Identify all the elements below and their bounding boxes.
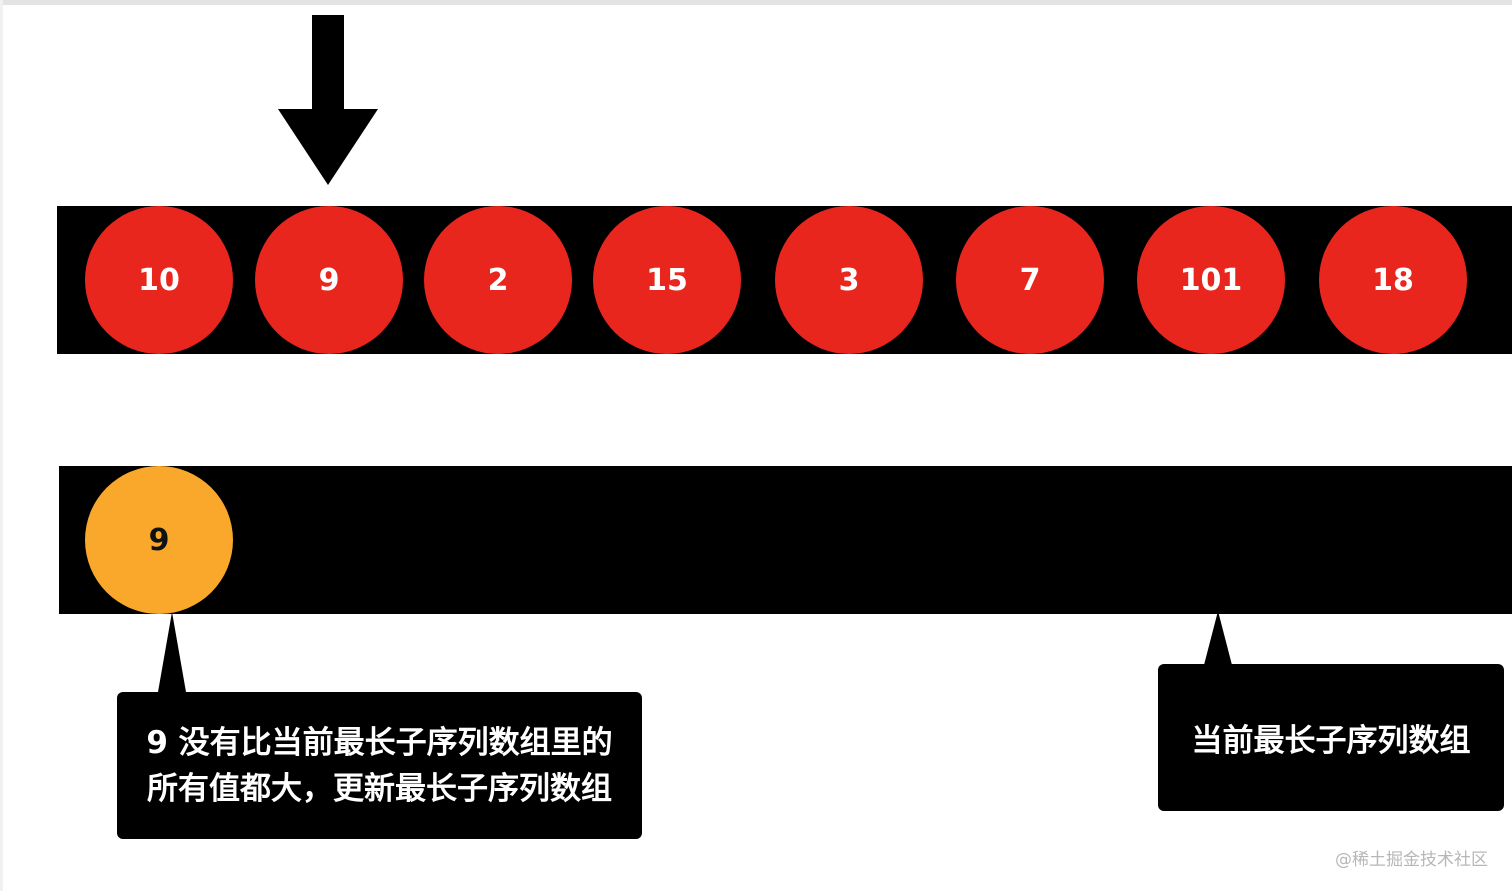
input-node-value: 101 (1179, 262, 1243, 298)
callout-current-lis: 当前最长子序列数组 (1158, 664, 1504, 811)
input-node-value: 3 (838, 262, 860, 298)
input-node-value: 18 (1372, 262, 1414, 298)
lis-node-0: 9 (85, 466, 233, 614)
input-node-value: 15 (646, 262, 688, 298)
input-node-4: 3 (775, 206, 923, 354)
top-rule (0, 0, 1512, 5)
callout-right-text: 当前最长子序列数组 (1191, 723, 1471, 759)
input-node-7: 18 (1319, 206, 1467, 354)
pointer-arrow-icon (278, 15, 378, 185)
input-node-value: 7 (1019, 262, 1041, 298)
callout-left-line-1: 9 没有比当前最长子序列数组里的 (146, 724, 613, 761)
input-node-1: 9 (255, 206, 403, 354)
input-node-2: 2 (424, 206, 572, 354)
input-node-value: 9 (318, 262, 340, 298)
callout-right-tail (1204, 611, 1232, 665)
left-rule (0, 0, 3, 891)
input-node-6: 101 (1137, 206, 1285, 354)
input-node-5: 7 (956, 206, 1104, 354)
input-node-value: 10 (138, 262, 180, 298)
input-node-3: 15 (593, 206, 741, 354)
lis-array-bar (59, 466, 1512, 614)
callout-left-line-2: 所有值都大，更新最长子序列数组 (147, 770, 612, 807)
callout-left-tail (158, 612, 186, 692)
watermark: @稀土掘金技术社区 (1335, 850, 1488, 870)
input-node-0: 10 (85, 206, 233, 354)
input-node-value: 2 (487, 262, 509, 298)
callout-update-explanation: 9 没有比当前最长子序列数组里的 所有值都大，更新最长子序列数组 (117, 692, 642, 839)
lis-node-value: 9 (148, 522, 170, 558)
